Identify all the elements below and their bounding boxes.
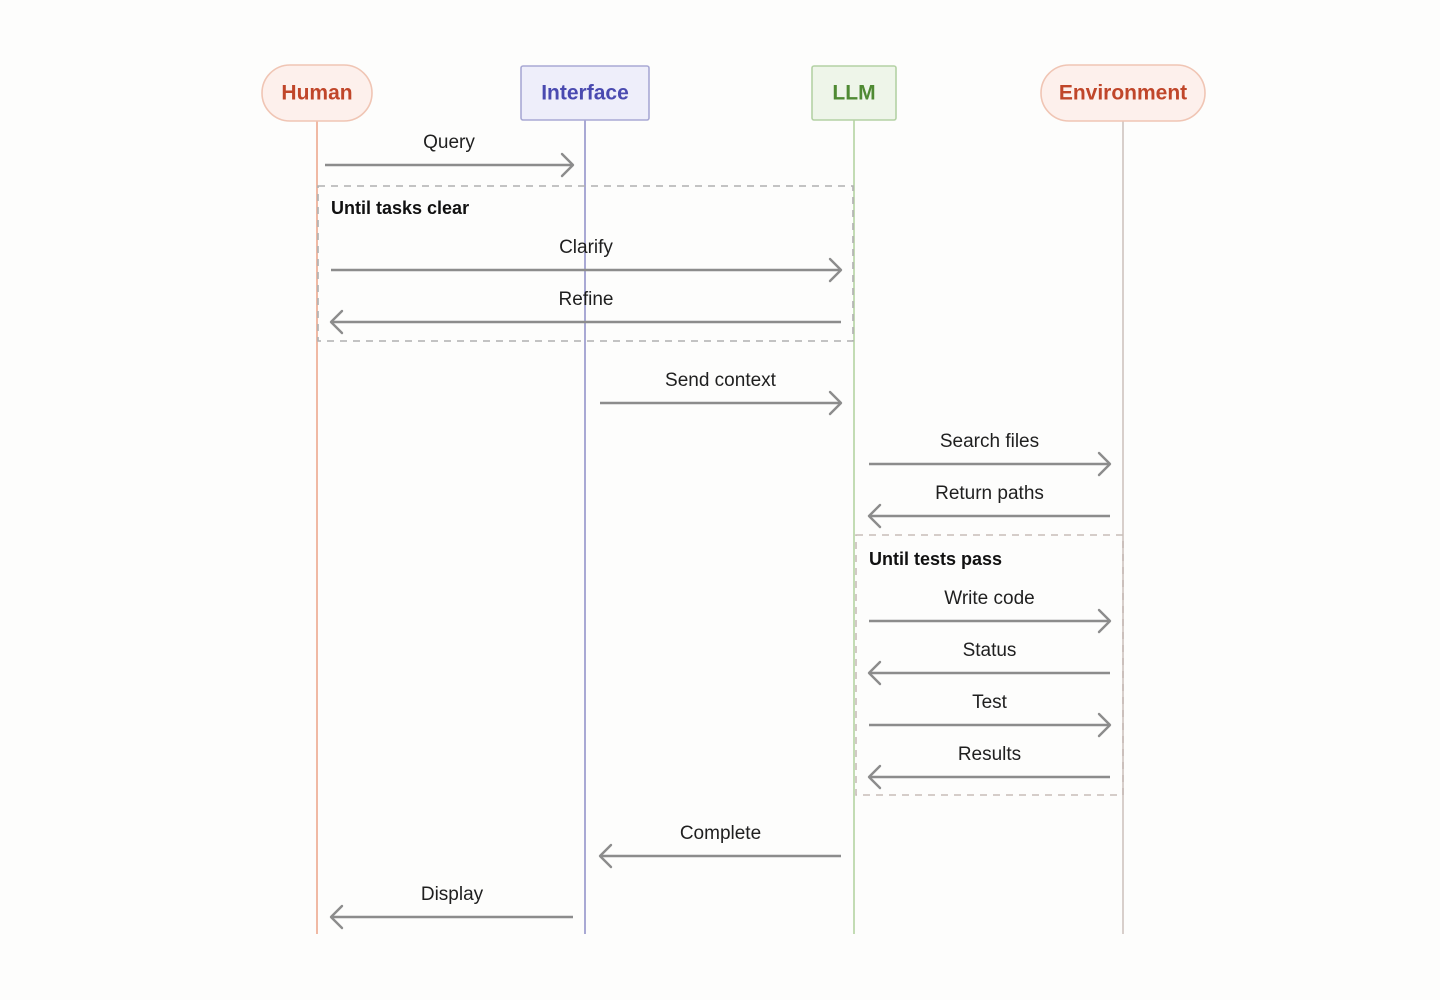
arrow-head-right: [828, 390, 843, 416]
actor-environment[interactable]: Environment: [1040, 64, 1206, 122]
message-label: Results: [958, 744, 1021, 765]
arrow-head-left: [329, 309, 344, 335]
actors-group: Human Interface LLM Environment: [261, 64, 1206, 122]
message-label: Display: [421, 884, 484, 905]
lifelines-group: [316, 120, 1124, 934]
message-label: Query: [423, 132, 475, 153]
fragment-label-until-tests-pass: Until tests pass: [869, 549, 1002, 569]
arrow-head-right: [828, 257, 843, 283]
arrow-head-right: [1097, 451, 1112, 477]
arrow-head-left: [867, 660, 882, 686]
message-results: Results: [867, 744, 1110, 790]
arrow-head-right: [1097, 712, 1112, 738]
arrow-head-left: [867, 503, 882, 529]
fragments-group: Until tasks clear Until tests pass: [317, 185, 1124, 796]
actor-label-environment: Environment: [1059, 82, 1187, 105]
message-send-context: Send context: [600, 370, 843, 416]
actor-label-human: Human: [281, 82, 352, 105]
message-status: Status: [867, 640, 1110, 686]
message-label: Write code: [944, 588, 1034, 609]
message-label: Clarify: [559, 237, 613, 258]
message-label: Status: [963, 640, 1017, 661]
arrow-head-left: [867, 764, 882, 790]
actor-llm[interactable]: LLM: [811, 65, 897, 121]
arrow-head-right: [1097, 608, 1112, 634]
message-display: Display: [329, 884, 573, 930]
message-label: Return paths: [935, 483, 1044, 504]
message-write-code: Write code: [869, 588, 1112, 634]
arrow-head-left: [598, 843, 613, 869]
message-label: Complete: [680, 823, 761, 844]
fragment-until-tasks-clear: Until tasks clear: [317, 185, 854, 342]
actor-label-interface: Interface: [541, 82, 629, 105]
message-label: Search files: [940, 431, 1039, 452]
message-clarify: Clarify: [331, 237, 843, 283]
message-query: Query: [325, 132, 575, 178]
message-search-files: Search files: [869, 431, 1112, 477]
arrow-head-left: [329, 904, 344, 930]
message-refine: Refine: [329, 289, 841, 335]
actor-human[interactable]: Human: [261, 64, 373, 122]
message-label: Refine: [559, 289, 614, 310]
message-label: Test: [972, 692, 1008, 713]
arrow-head-right: [560, 152, 575, 178]
fragment-label-until-tasks-clear: Until tasks clear: [331, 198, 469, 218]
actor-interface[interactable]: Interface: [520, 65, 650, 121]
message-label: Send context: [665, 370, 777, 391]
actor-label-llm: LLM: [832, 82, 875, 105]
message-complete: Complete: [598, 823, 841, 869]
message-test: Test: [869, 692, 1112, 738]
fragment-until-tests-pass: Until tests pass: [855, 534, 1124, 796]
message-return-paths: Return paths: [867, 483, 1110, 529]
